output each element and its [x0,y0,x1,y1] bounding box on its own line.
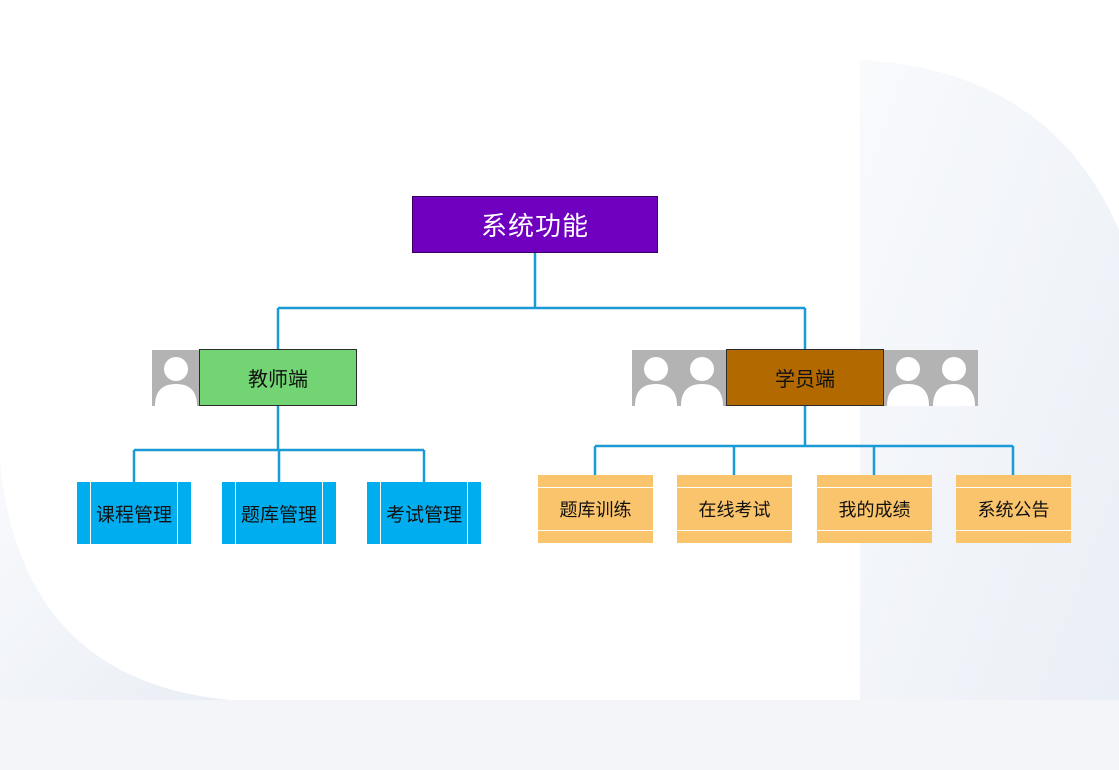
teacher-child-node: 课程管理 [77,482,191,544]
teacher-child-node: 考试管理 [367,482,481,544]
teacher-child-label: 考试管理 [385,503,462,526]
student-child-node: 我的成绩 [817,475,932,543]
student-child-node: 题库训练 [538,475,653,543]
student-child-label: 在线考试 [698,500,771,521]
student-child-label: 我的成绩 [838,500,911,521]
student-person-icon-right [884,350,978,406]
teacher-child-label: 课程管理 [95,503,172,526]
root-node-label: 系统功能 [480,212,589,242]
teacher-node: 教师端 [199,349,357,406]
student-node: 学员端 [726,349,884,406]
teacher-child-node: 题库管理 [222,482,336,544]
student-child-node: 在线考试 [677,475,792,543]
teacher-person-icon [152,350,200,406]
teacher-node-label: 教师端 [248,367,308,391]
student-child-label: 题库训练 [559,500,632,521]
student-person-icon-left [632,350,726,406]
student-child-node: 系统公告 [956,475,1071,543]
teacher-child-label: 题库管理 [240,503,317,526]
root-node: 系统功能 [412,196,658,253]
student-node-label: 学员端 [775,367,835,391]
student-child-label: 系统公告 [977,500,1050,521]
